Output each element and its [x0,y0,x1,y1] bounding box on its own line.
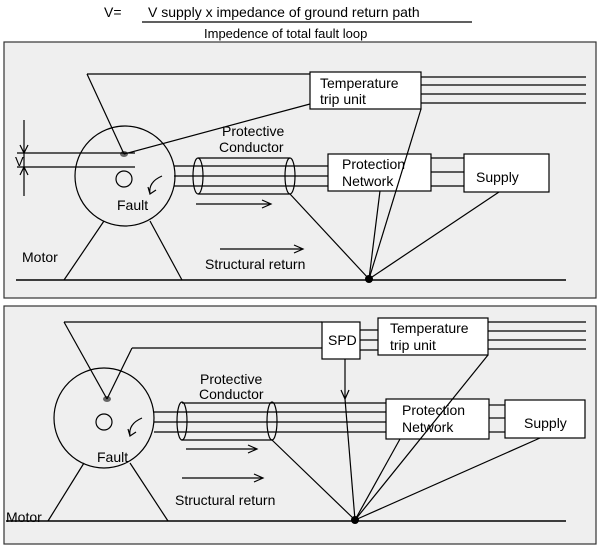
bottom-return-spd [344,398,356,521]
bottom-ground-node [351,516,359,524]
top-trip-unit-label-2: trip unit [320,91,366,107]
bottom-motor-shaft [95,413,113,431]
bottom-motor-label: Motor [6,509,42,525]
top-supply [463,153,550,193]
bottom-return-conductor [271,439,356,521]
top-return-conductor [289,193,370,280]
bottom-motor-leg-left [47,462,85,522]
bottom-protection-network [385,398,490,440]
bottom-motor-housing [53,367,155,469]
bottom-trip-unit-label-1: Temperature [390,320,469,336]
formula-lhs: V= [104,4,122,20]
top-temperature-trip-unit [309,71,422,110]
bottom-return-arrow-head [253,473,265,483]
top-protection-network [327,153,432,192]
bottom-panel-background [3,305,597,545]
top-panel: V Temperature trip unit Protective Condu… [3,41,597,299]
top-fault-label: Fault [117,197,148,213]
top-supply-label: Supply [476,169,519,185]
bottom-fault-label: Fault [97,449,128,465]
top-return-trip [368,108,422,280]
top-trip-unit-label-1: Temperature [320,75,399,91]
top-motor-label: Motor [22,249,58,265]
bottom-panel: SPD Temperature trip unit Protective Con… [3,305,597,545]
bottom-spd-label: SPD [328,332,357,348]
bottom-wire-fault-up [106,347,133,400]
formula-numerator: V supply x impedance of ground return pa… [148,4,420,20]
top-wire-fault-to-trip [123,103,311,155]
bottom-network-label-2: Network [402,419,454,435]
top-ground-node [365,275,373,283]
bottom-current-arrow-head [247,444,259,454]
bottom-network-label-1: Protection [402,402,465,418]
bottom-trip-unit-label-2: trip unit [390,337,436,353]
bottom-structural-return-label: Structural return [175,492,275,508]
bottom-supply [504,399,586,439]
top-protective-label-1: Protective [222,123,284,139]
top-voltage-arrow-down [19,144,29,155]
top-network-label-2: Network [342,173,394,189]
bottom-fault-arc-arrow [127,417,143,438]
bottom-protective-label-1: Protective [200,371,262,387]
bottom-sleeve-end-left [176,401,188,441]
bottom-protective-label-2: Conductor [199,386,264,402]
bottom-wire-diagonal [63,321,108,400]
top-sleeve-end-left [192,157,204,195]
bottom-supply-label: Supply [524,415,567,431]
top-fault-arc-arrow [147,175,163,196]
top-wire-diagonal [86,73,125,155]
top-current-arrow-head [261,199,273,209]
top-structural-return-label: Structural return [205,256,305,272]
top-return-arrow-head [293,244,305,254]
top-motor-leg-left [63,220,105,281]
top-protective-label-2: Conductor [219,139,284,155]
top-voltage-arrow-up [19,165,29,176]
top-motor-leg-right [149,220,183,281]
top-motor-shaft [115,170,133,188]
top-voltage-label: V [15,154,24,169]
bottom-motor-leg-right [129,462,169,522]
bottom-return-trip [354,354,489,521]
formula-denominator: Impedence of total fault loop [204,26,367,41]
bottom-return-supply [354,437,541,521]
top-return-supply [368,191,500,280]
top-network-label-1: Protection [342,156,405,172]
bottom-spd [321,321,361,360]
top-return-network [368,190,381,280]
bottom-return-network [354,438,401,521]
bottom-temperature-trip-unit [377,317,489,356]
formula: V= V supply x impedance of ground return… [104,4,472,41]
